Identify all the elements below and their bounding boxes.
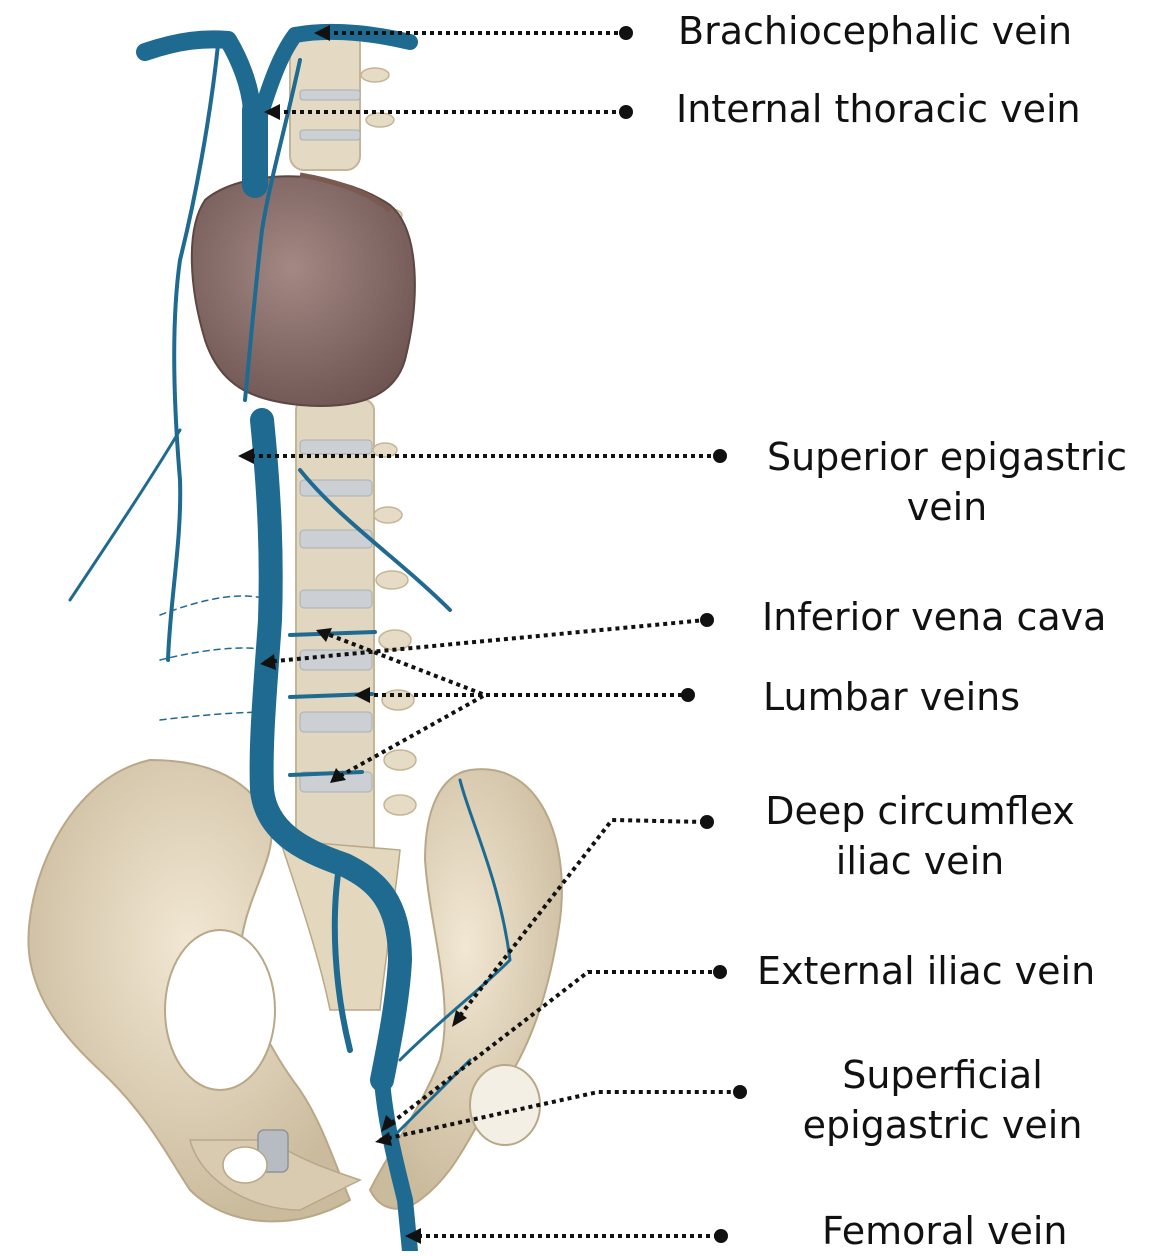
- heart: [192, 175, 415, 406]
- dot-superior-epigastric: [713, 449, 727, 463]
- label-brachiocephalic-vein: Brachiocephalic vein: [678, 6, 1072, 56]
- label-lumbar-veins: Lumbar veins: [763, 672, 1020, 722]
- leader-dots: [619, 26, 747, 1243]
- dot-external-iliac: [713, 965, 727, 979]
- label-superficial-epigastric-vein: Superficial epigastric vein: [770, 1050, 1115, 1150]
- label-femoral-vein: Femoral vein: [822, 1206, 1067, 1256]
- dot-deep-circumflex: [700, 815, 714, 829]
- dot-femoral: [714, 1229, 728, 1243]
- label-deep-circumflex-iliac-vein: Deep circumflex iliac vein: [740, 786, 1100, 886]
- arrowhead-superior-epigastric: [238, 448, 254, 464]
- dot-brachiocephalic: [619, 26, 633, 40]
- label-external-iliac-vein: External iliac vein: [757, 946, 1095, 996]
- label-superior-epigastric-vein: Superior epigastric vein: [752, 432, 1142, 532]
- label-inferior-vena-cava: Inferior vena cava: [762, 592, 1106, 642]
- dot-internal-thoracic: [619, 105, 633, 119]
- dot-superficial-epigastric: [733, 1085, 747, 1099]
- arm-branch: [70, 430, 180, 600]
- label-internal-thoracic-vein: Internal thoracic vein: [676, 84, 1081, 134]
- dot-lumbar: [681, 688, 695, 702]
- dot-inferior-vena-cava: [700, 613, 714, 627]
